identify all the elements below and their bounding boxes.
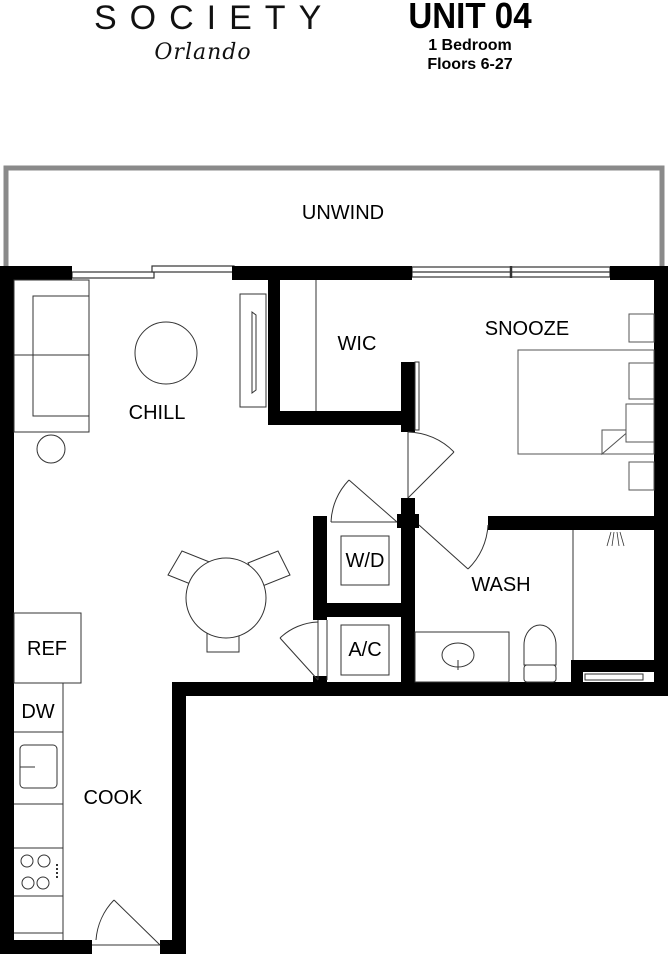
balcony-railing	[3, 165, 665, 268]
label-ac: A/C	[348, 639, 381, 661]
label-dishwasher: DW	[21, 701, 54, 723]
room-label-bedroom: SNOOZE	[485, 318, 569, 340]
unit-info: UNIT 04 1 Bedroom Floors 6-27	[380, 0, 560, 74]
room-label-kitchen: COOK	[84, 787, 144, 809]
coffee-table	[134, 321, 198, 385]
walls	[0, 266, 668, 954]
brand-city: Orlando	[154, 40, 252, 65]
room-label-living: CHILL	[129, 402, 186, 424]
label-fridge: REF	[27, 638, 67, 660]
room-label-balcony: UNWIND	[302, 202, 384, 224]
room-label-closet: WIC	[338, 333, 377, 355]
bed	[517, 349, 655, 456]
dining-set	[167, 550, 291, 653]
room-label-bathroom: WASH	[471, 574, 530, 596]
shower-threshold	[584, 673, 644, 681]
floor-range: Floors 6-27	[427, 56, 513, 73]
side-table	[36, 434, 66, 464]
tv-console	[239, 293, 267, 408]
sofa	[13, 279, 90, 433]
label-washer-dryer: W/D	[346, 550, 385, 572]
kitchen-counters	[13, 612, 82, 940]
bedroom-count: 1 Bedroom	[428, 37, 512, 54]
brand-logo: SOCIETY Orlando	[88, 0, 335, 65]
nightstands	[625, 313, 655, 491]
unit-title: UNIT 04	[408, 0, 532, 36]
washer-dryer-box	[340, 535, 390, 586]
bath-fixtures	[414, 530, 625, 683]
ac-unit-box	[340, 624, 390, 676]
doors	[92, 431, 489, 946]
brand-name: SOCIETY	[94, 0, 335, 37]
pocket-door	[414, 361, 420, 431]
